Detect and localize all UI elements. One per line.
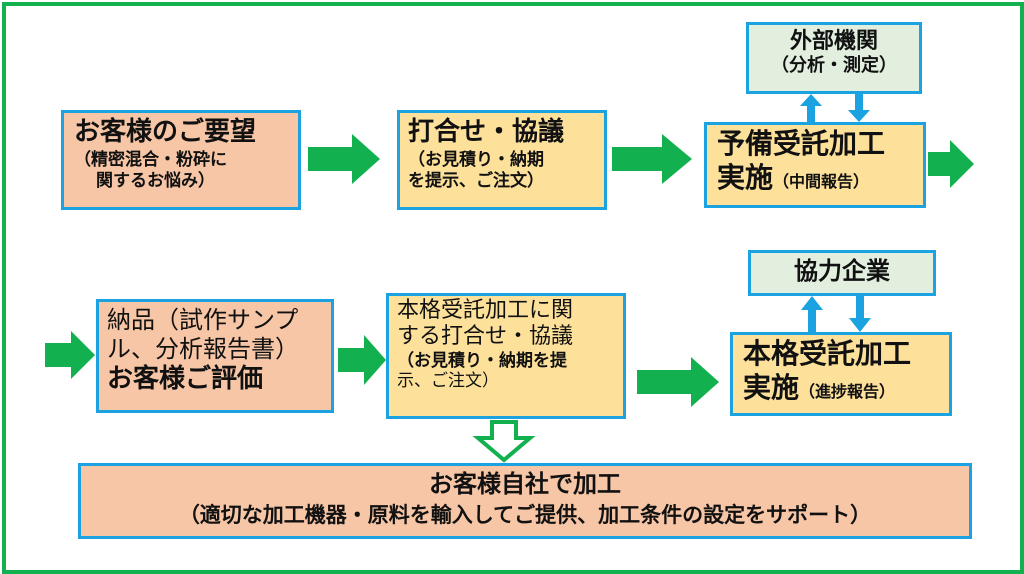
in-house-sub: （適切な加工機器・原料を輸入してご提供、加工条件の設定をサポート） — [178, 502, 872, 527]
arrow-down-from-partner — [849, 296, 871, 332]
step-full-meeting: 本格受託加工に関 する打合せ・協議 （お見積り・納期を提 示、ご注文） — [386, 293, 626, 419]
step-title-line1: 本格受託加工 — [743, 337, 912, 370]
step-desc-line1: （お見積り・納期 — [408, 150, 544, 171]
arrow-up-to-partner — [801, 296, 823, 332]
external-agency-title: 外部機関 — [789, 29, 878, 54]
in-house-processing: お客様自社で加工 （適切な加工機器・原料を輸入してご提供、加工条件の設定をサポー… — [78, 463, 972, 539]
step-title: お客様のご要望 — [74, 117, 257, 147]
flow-arrow-right-5 — [338, 335, 386, 385]
full-meeting-line4: 示、ご注文） — [397, 371, 499, 392]
flow-arrow-right-1 — [308, 134, 380, 184]
partner-company: 協力企業 — [748, 250, 936, 296]
step-customer-request: お客様のご要望 （精密混合・粉砕に 関するお悩み） — [61, 110, 301, 210]
flow-arrow-right-3 — [928, 140, 974, 188]
step-trial-processing: 予備受託加工 実施（中間報告） — [704, 122, 926, 208]
full-meeting-line1: 本格受託加工に関 — [397, 298, 574, 323]
step-title-line1: 予備受託加工 — [717, 127, 886, 160]
hollow-arrow-down — [472, 420, 536, 463]
arrow-down-from-external — [848, 94, 870, 122]
delivery-line3: お客様ご評価 — [107, 363, 264, 394]
step-title: 打合せ・協議 — [408, 117, 565, 147]
delivery-line2: ル、分析報告書） — [107, 334, 299, 363]
step-meeting: 打合せ・協議 （お見積り・納期 を提示、ご注文） — [397, 110, 607, 210]
step-title-line2: 実施 — [717, 160, 774, 194]
partner-company-title: 協力企業 — [794, 257, 890, 285]
step-note: （中間報告） — [773, 171, 870, 191]
step-desc-line2: を提示、ご注文） — [408, 170, 544, 191]
external-agency: 外部機関 （分析・測定） — [746, 22, 922, 94]
flow-arrow-right-6 — [637, 357, 719, 407]
flow-arrow-right-4 — [45, 331, 95, 379]
step-note: （進捗報告） — [799, 381, 896, 401]
step-delivery: 納品（試作サンプ ル、分析報告書） お客様ご評価 — [96, 299, 334, 413]
step-title-line2: 実施 — [743, 370, 800, 404]
external-agency-sub: （分析・測定） — [771, 55, 897, 77]
in-house-title: お客様自社で加工 — [429, 470, 621, 498]
flow-arrow-right-2 — [612, 134, 692, 184]
step-desc-line1: （精密混合・粉砕に — [74, 150, 227, 171]
full-meeting-line2: する打合せ・協議 — [397, 324, 574, 350]
delivery-line1: 納品（試作サンプ — [107, 306, 299, 334]
arrow-up-to-external — [800, 94, 822, 122]
step-full-processing: 本格受託加工 実施（進捗報告） — [730, 332, 952, 416]
step-desc-line2: 関するお悩み） — [96, 170, 215, 191]
full-meeting-line3: （お見積り・納期を提 — [397, 350, 567, 371]
